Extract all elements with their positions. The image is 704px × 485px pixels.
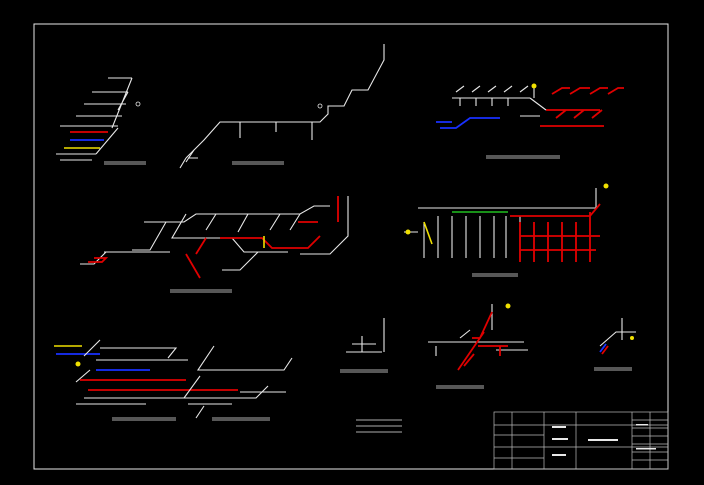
- riser-diagram-2: [179, 44, 385, 169]
- title-block: [493, 411, 669, 470]
- riser-diagram-3: [436, 83, 624, 159]
- notes-block: [356, 419, 402, 433]
- riser-diagram-8: [594, 318, 636, 371]
- riser-diagram-1: [56, 77, 146, 165]
- riser-diagram-5: [404, 183, 609, 277]
- drawing-frame: [33, 23, 669, 470]
- riser-diagram-4: [80, 196, 349, 293]
- riser-diagram-7: [340, 303, 528, 389]
- riser-diagram-6: [54, 339, 293, 421]
